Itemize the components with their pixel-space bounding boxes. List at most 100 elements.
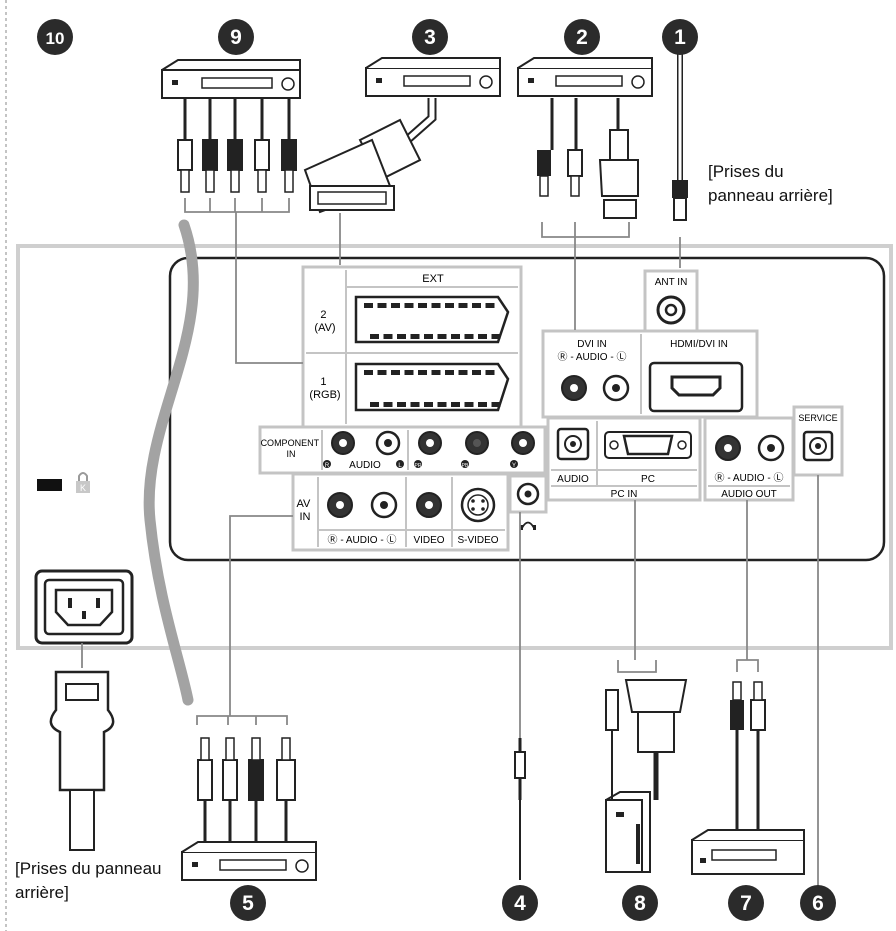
pc-label: PC: [641, 474, 655, 485]
callout-number: 4: [514, 892, 526, 915]
callout-number: 6: [812, 892, 824, 915]
scart-pin: [397, 402, 406, 407]
scart-pin: [364, 370, 373, 375]
connector-panel: [168, 256, 886, 562]
pc-in-label: PC IN: [611, 489, 638, 500]
callout-circle: [564, 19, 600, 55]
scart-socket-1[interactable]: [354, 362, 510, 412]
leader-lines: [184, 198, 819, 888]
y-label: Y: [512, 463, 516, 469]
scart-pin: [464, 334, 474, 339]
callout-3: 3: [412, 19, 448, 55]
pc-audio-label: AUDIO: [557, 474, 589, 485]
scart-pin: [391, 370, 400, 375]
power-plug: [49, 643, 115, 851]
scart-pin: [418, 370, 427, 375]
headphone-icon: [521, 521, 535, 529]
s-video-label: S-VIDEO: [457, 535, 498, 546]
device-9-vcr: [161, 59, 301, 100]
component-line1: COMPONENT: [261, 438, 320, 448]
antenna-cable: [672, 30, 688, 221]
av-in-line1: AV: [297, 498, 312, 510]
rca-plug-tip: [281, 737, 291, 761]
scart-pin: [410, 334, 420, 339]
rca-plug-tip: [257, 169, 267, 193]
power-socket[interactable]: [34, 569, 134, 645]
callout-circle: [622, 885, 658, 921]
device-2-cables: [537, 98, 639, 219]
scart-pin: [485, 370, 495, 375]
device-2-dvd: [517, 57, 653, 97]
callout-10: 10: [37, 19, 73, 55]
rca-plug-tip: [200, 737, 210, 761]
rca-plug: [222, 759, 238, 801]
callout-2: 2: [564, 19, 600, 55]
scart-pin: [404, 303, 414, 308]
scart-pin: [418, 303, 427, 308]
scart-pin: [472, 303, 481, 308]
dvi-hdmi-block: DVI IN Ⓡ - AUDIO - Ⓛ HDMI/DVI IN: [541, 329, 759, 419]
av-video-label: VIDEO: [413, 535, 444, 546]
callout-5: 5: [230, 885, 266, 921]
audio-out-label: AUDIO OUT: [721, 489, 777, 500]
ant-in-block: ANT IN: [643, 269, 699, 333]
av-audio-label: Ⓡ - AUDIO - Ⓛ: [328, 534, 397, 546]
scart-pin: [445, 303, 454, 308]
ext1-line2: (RGB): [309, 389, 340, 401]
device-7-audio: [691, 681, 805, 875]
scart-pin: [458, 303, 468, 308]
callout-number: 3: [424, 26, 436, 49]
callout-8: 8: [622, 885, 658, 921]
scart-pin: [397, 334, 406, 339]
scart-pin: [424, 334, 433, 339]
service-block: SERVICE: [792, 405, 844, 477]
callout-circle: [502, 885, 538, 921]
caption-rear-panel-bottom: [Prises du panneau arrière]: [15, 859, 162, 902]
audio-out-block: Ⓡ - AUDIO - Ⓛ AUDIO OUT: [703, 416, 795, 502]
rca-plug: [197, 759, 213, 801]
callout-circle: [230, 885, 266, 921]
callout-number: 5: [242, 892, 254, 915]
dvi-audio-label: Ⓡ - AUDIO - Ⓛ: [558, 351, 627, 363]
scart-pin: [431, 303, 441, 308]
headphone-block: [508, 474, 548, 530]
callout-7: 7: [728, 885, 764, 921]
kensington-k: K: [80, 483, 86, 493]
callout-4: 4: [502, 885, 538, 921]
scart-pin: [383, 402, 393, 407]
pc-vga-port[interactable]: [622, 434, 674, 456]
kensington-slot[interactable]: [37, 479, 62, 491]
hdmi-dvi-in-label: HDMI/DVI IN: [670, 339, 728, 350]
callout-9: 9: [218, 19, 254, 55]
callout-number: 7: [740, 892, 752, 915]
dvi-in-label: DVI IN: [577, 339, 606, 350]
scart-pin: [478, 402, 487, 407]
lock-icon: K: [76, 472, 90, 493]
callout-number: 2: [576, 26, 588, 49]
callout-number: 9: [230, 26, 242, 49]
rear-panel-frame: [16, 244, 893, 650]
av-in-line2: IN: [300, 511, 311, 523]
rca-plug: [227, 139, 243, 171]
scart-pin: [377, 303, 387, 308]
scart-pin: [410, 402, 420, 407]
component-l-badge: L: [398, 463, 402, 469]
scart-pin: [383, 334, 393, 339]
rca-plug: [177, 139, 193, 171]
callout-number: 8: [634, 892, 646, 915]
device-9-cables: [177, 98, 297, 193]
rca-plug: [248, 759, 264, 801]
ext-label: EXT: [422, 273, 444, 285]
scart-socket-2[interactable]: [354, 295, 510, 344]
device-5-camcorder: [181, 737, 317, 881]
pb-label: PB: [462, 463, 469, 469]
callout-circle: [218, 19, 254, 55]
pc-in-block: AUDIO PC PC IN: [546, 416, 702, 502]
hdmi-port[interactable]: [670, 375, 722, 397]
rca-plug-tip: [205, 169, 215, 193]
callout-6: 6: [800, 885, 836, 921]
rca-plug-tip: [284, 169, 294, 193]
av-in-block: AV IN Ⓡ - AUDIO - Ⓛ VIDEO S-VIDEO: [291, 472, 510, 552]
